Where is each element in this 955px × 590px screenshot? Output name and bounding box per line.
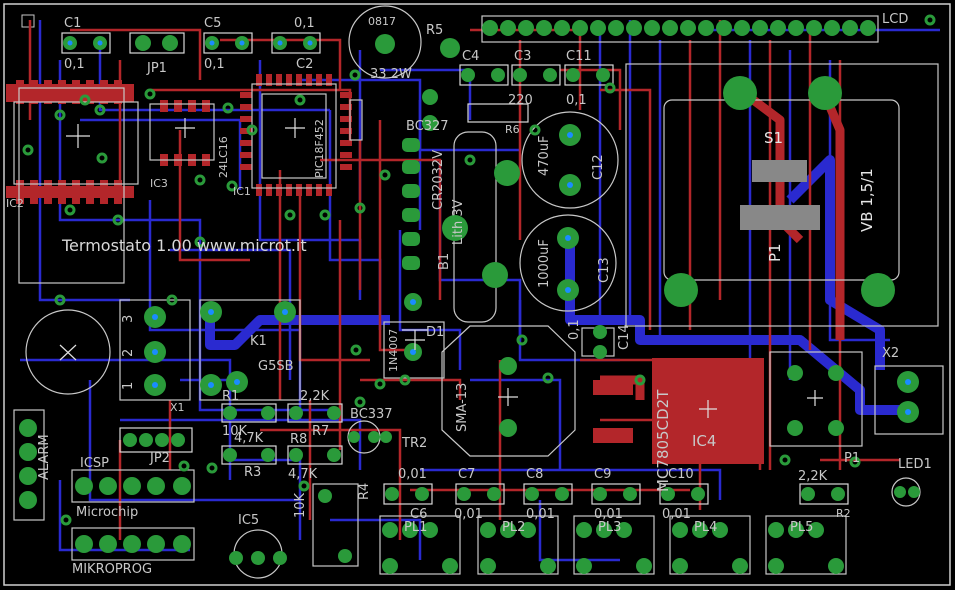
label-icsp: ICSP xyxy=(80,456,110,471)
label-c5-value: 0,1 xyxy=(204,57,225,72)
label-r4: R4 xyxy=(357,482,372,500)
label-microchip: Microchip xyxy=(76,505,139,520)
label-r7: R7 xyxy=(312,424,330,439)
label-c9-value: 0,01 xyxy=(594,507,623,522)
label-p1-relay: P1 xyxy=(766,243,784,262)
label-c4: C4 xyxy=(462,49,480,64)
label-r8-value: 4,7K xyxy=(288,467,318,482)
label-r3: R3 xyxy=(244,465,262,480)
label-r4-value: 10K xyxy=(293,492,308,518)
label-c10-value: 0,01 xyxy=(662,507,691,522)
label-220: 220 xyxy=(508,93,533,108)
label-r8: R8 xyxy=(290,432,308,447)
label-c8-value: 0,01 xyxy=(526,507,555,522)
label-r1-value: 10K xyxy=(222,424,248,439)
label-res-33-2w: 33 2W xyxy=(370,67,412,82)
label-s1: S1 xyxy=(764,129,784,147)
label-mikroprog: MIKROPROG xyxy=(72,562,153,577)
label-pin-3: 3 xyxy=(121,314,136,323)
label-c14: C14 xyxy=(617,324,632,350)
label-c6: C6 xyxy=(410,507,428,522)
label-r1: R1 xyxy=(222,389,240,404)
label-c5: C5 xyxy=(204,16,222,31)
label-c12: C12 xyxy=(591,154,606,180)
label-c10: C10 xyxy=(668,467,694,482)
label-p1-trimmer: P1 xyxy=(844,451,861,466)
label-ic2: IC2 xyxy=(6,197,24,210)
label-c13: C13 xyxy=(597,257,612,283)
label-pl3: PL3 xyxy=(598,520,622,535)
label-lcd: LCD xyxy=(882,12,909,27)
label-g5sb: G5SB xyxy=(258,359,294,374)
label-r2-value: 2,2K xyxy=(798,469,828,484)
label-x2: X2 xyxy=(882,346,900,361)
label-k1: K1 xyxy=(250,334,267,349)
label-c8: C8 xyxy=(526,467,544,482)
vias xyxy=(67,40,911,415)
label-1n4007: 1N4007 xyxy=(387,328,400,372)
label-ic4: IC4 xyxy=(692,432,717,450)
silkscreen-outlines xyxy=(13,5,944,579)
label-lith-3v: Lith 3V xyxy=(451,199,466,246)
label-r2: R2 xyxy=(836,507,851,520)
label-vb: VB 1,5/1 xyxy=(858,168,876,232)
label-ic5: IC5 xyxy=(238,513,260,528)
fiducial xyxy=(21,14,35,28)
label-c11: C11 xyxy=(566,49,592,64)
label-b1: B1 xyxy=(437,252,452,270)
board-outline xyxy=(3,3,951,586)
label-pin-2: 2 xyxy=(121,348,136,357)
label-c13-value: 1000uF xyxy=(537,239,552,288)
label-led1: LED1 xyxy=(898,457,932,472)
label-pin-1: 1 xyxy=(121,381,136,390)
board-title: Termostato 1.00 www.microt.it xyxy=(62,236,307,255)
label-r7-value: 2,2K xyxy=(300,389,330,404)
label-ic1: IC1 xyxy=(233,185,251,198)
label-c6-value: 0,01 xyxy=(398,467,427,482)
label-c1: C1 xyxy=(64,16,82,31)
label-c1-value: 0,1 xyxy=(64,57,85,72)
label-c2-value: 0,1 xyxy=(294,16,315,31)
label-ic3-part: 24LC16 xyxy=(217,136,230,178)
passive-outlines xyxy=(61,32,849,505)
label-ic3: IC3 xyxy=(150,177,168,190)
label-ic1-part: PIC18F452 xyxy=(313,119,326,178)
label-pl2: PL2 xyxy=(502,520,526,535)
label-pl5: PL5 xyxy=(790,520,814,535)
label-c7: C7 xyxy=(458,467,476,482)
label-r3-value: 4,7K xyxy=(234,431,264,446)
label-pl4: PL4 xyxy=(694,520,718,535)
label-r6: R6 xyxy=(505,123,520,136)
label-cr2032: CR2032V xyxy=(431,149,446,210)
label-tr2: TR2 xyxy=(402,436,428,451)
label-c3: C3 xyxy=(514,49,532,64)
label-jp2: JP2 xyxy=(150,451,170,466)
label-alarm: ALARM xyxy=(37,434,52,480)
label-c2: C2 xyxy=(296,57,314,72)
label-c7-value: 0,01 xyxy=(454,507,483,522)
label-pl1: PL1 xyxy=(404,520,428,535)
label-r5: R5 xyxy=(426,23,444,38)
label-c11-value: 0,1 xyxy=(566,93,587,108)
label-jp1: JP1 xyxy=(147,61,167,76)
label-c14-value: 0,1 xyxy=(567,319,582,340)
label-c9: C9 xyxy=(594,467,612,482)
label-x1: X1 xyxy=(170,401,185,414)
label-d1: D1 xyxy=(426,325,445,340)
label-sma-13: SMA-13 xyxy=(455,382,470,432)
label-c12-value: 470uF xyxy=(537,135,552,176)
label-0817: 0817 xyxy=(368,15,396,28)
label-bc337: BC337 xyxy=(350,407,393,422)
label-bc327: BC327 xyxy=(406,119,449,134)
